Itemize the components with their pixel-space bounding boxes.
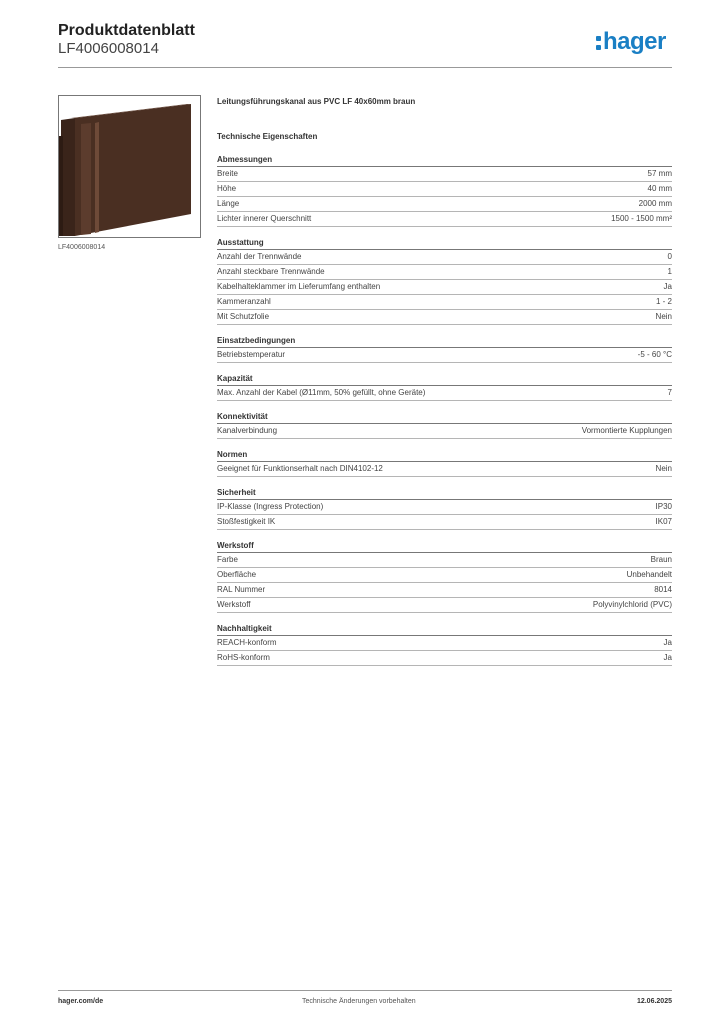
spec-label: Geeignet für Funktionserhalt nach DIN410… [217,464,383,473]
spec-value: -5 - 60 °C [637,350,672,359]
spec-label: Oberfläche [217,570,257,579]
spec-row: Höhe 40 mm [217,182,672,197]
spec-row: REACH-konform Ja [217,636,672,651]
section-title: Konnektivität [217,412,672,424]
spec-row: Kammeranzahl 1 - 2 [217,295,672,310]
product-image [58,95,201,238]
spec-label: Lichter innerer Querschnitt [217,214,312,223]
page-title: Produktdatenblatt [58,22,195,39]
spec-value: 2000 mm [638,199,672,208]
spec-value: Braun [650,555,672,564]
spec-label: Länge [217,199,240,208]
spec-label: Kammeranzahl [217,297,271,306]
spec-row: Oberfläche Unbehandelt [217,568,672,583]
section-title: Ausstattung [217,238,672,250]
section-title: Nachhaltigkeit [217,624,672,636]
section-title: Kapazität [217,374,672,386]
spec-row: Stoßfestigkeit IK IK07 [217,515,672,530]
spec-value: 1500 - 1500 mm² [611,214,672,223]
spec-value: 0 [667,252,672,261]
spec-value: 8014 [654,585,672,594]
spec-label: RoHS-konform [217,653,270,662]
spec-label: IP-Klasse (Ingress Protection) [217,502,324,511]
spec-label: Farbe [217,555,238,564]
spec-label: RAL Nummer [217,585,266,594]
spec-value: IK07 [655,517,672,526]
section-title: Normen [217,450,672,462]
specifications: Leitungsführungskanal aus PVC LF 40x60mm… [217,97,672,677]
spec-value: Nein [655,312,672,321]
logo-dots-icon [596,33,602,51]
product-title: Leitungsführungskanal aus PVC LF 40x60mm… [217,97,416,106]
spec-row: Werkstoff Polyvinylchlorid (PVC) [217,598,672,613]
section-title: Sicherheit [217,488,672,500]
footer-note: Technische Änderungen vorbehalten [302,998,416,1005]
spec-value: Polyvinylchlorid (PVC) [592,600,672,609]
spec-row: Farbe Braun [217,553,672,568]
spec-value: Unbehandelt [626,570,672,579]
spec-label: Breite [217,169,238,178]
spec-row: IP-Klasse (Ingress Protection) IP30 [217,500,672,515]
spec-value: 7 [667,388,672,397]
spec-label: Mit Schutzfolie [217,312,270,321]
logo-text: hager [603,28,666,55]
spec-row: Anzahl der Trennwände 0 [217,250,672,265]
spec-value: 40 mm [647,184,672,193]
section-title: Abmessungen [217,155,672,167]
spec-label: Höhe [217,184,237,193]
spec-label: Anzahl steckbare Trennwände [217,267,325,276]
spec-row: Breite 57 mm [217,167,672,182]
spec-row: Kanalverbindung Vormontierte Kupplungen [217,424,672,439]
footer-website: hager.com/de [58,998,104,1005]
spec-row: Anzahl steckbare Trennwände 1 [217,265,672,280]
footer-date: 12.06.2025 [636,998,672,1005]
spec-row: Kabelhalteklammer im Lieferumfang enthal… [217,280,672,295]
spec-value: IP30 [655,502,672,511]
spec-value: Ja [663,282,672,291]
spec-value: Ja [663,653,672,662]
spec-value: 1 - 2 [655,297,672,306]
spec-label: Anzahl der Trennwände [217,252,302,261]
spec-row: Länge 2000 mm [217,197,672,212]
section-title: Einsatzbedingungen [217,336,672,348]
spec-label: Kabelhalteklammer im Lieferumfang enthal… [217,282,381,291]
spec-label: Betriebstemperatur [217,350,286,359]
spec-value: 1 [667,267,672,276]
spec-label: Stoßfestigkeit IK [217,517,276,526]
footer-rule [58,990,672,991]
header-rule [58,67,672,68]
spec-row: RoHS-konform Ja [217,651,672,666]
spec-row: Geeignet für Funktionserhalt nach DIN410… [217,462,672,477]
section-heading: Technische Eigenschaften [217,132,318,141]
spec-label: Kanalverbindung [217,426,278,435]
spec-label: Werkstoff [217,600,251,609]
spec-label: REACH-konform [217,638,277,647]
spec-row: RAL Nummer 8014 [217,583,672,598]
image-caption: LF4006008014 [58,244,106,251]
cable-duct-illustration [59,104,191,236]
spec-value: Ja [663,638,672,647]
hager-logo: hager [596,28,666,56]
spec-row: Max. Anzahl der Kabel (Ø11mm, 50% gefüll… [217,386,672,401]
section-title: Werkstoff [217,541,672,553]
spec-value: Vormontierte Kupplungen [581,426,672,435]
spec-value: 57 mm [647,169,672,178]
spec-row: Mit Schutzfolie Nein [217,310,672,325]
spec-row: Lichter innerer Querschnitt 1500 - 1500 m… [217,212,672,227]
product-code: LF4006008014 [58,40,159,57]
spec-value: Nein [655,464,672,473]
spec-row: Betriebstemperatur -5 - 60 °C [217,348,672,363]
spec-label: Max. Anzahl der Kabel (Ø11mm, 50% gefüll… [217,388,426,397]
